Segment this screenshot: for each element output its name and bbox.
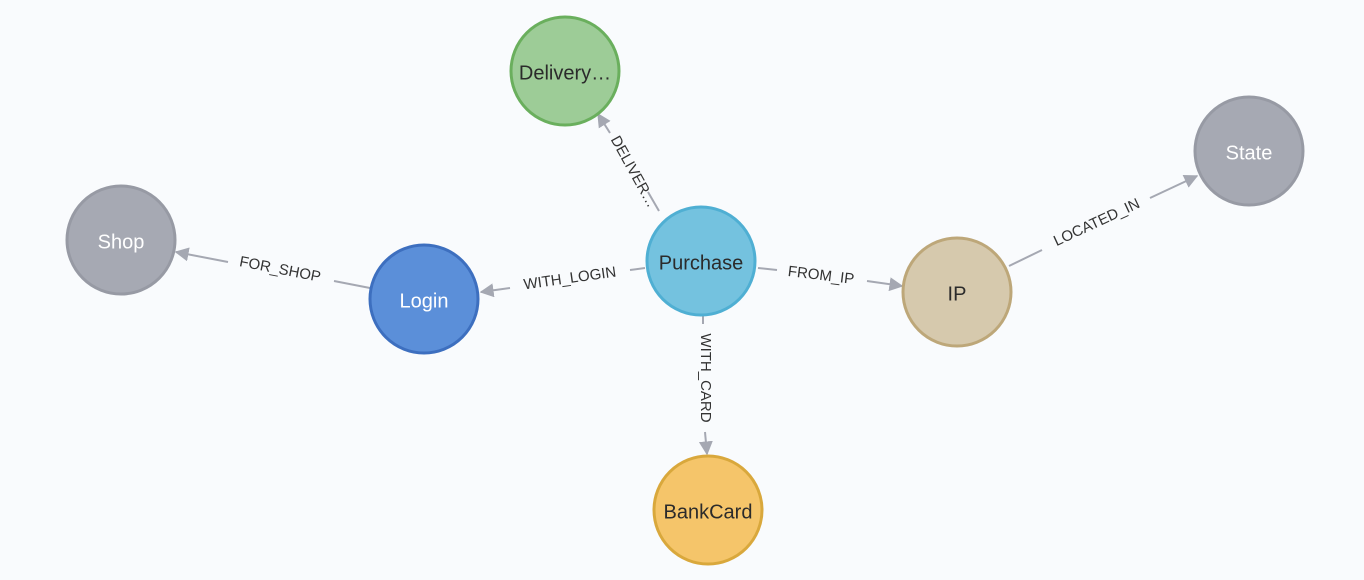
rel-for-shop-label: FOR_SHOP	[238, 253, 322, 285]
node-delivery[interactable]: Delivery…	[509, 15, 621, 127]
rel-delivered-arrow[interactable]	[597, 112, 611, 134]
rel-with-login-arrow[interactable]	[479, 283, 511, 298]
rel-delivered-line[interactable]	[647, 191, 660, 212]
rel-with-card-arrow[interactable]	[698, 431, 713, 456]
rel-with-login-line[interactable]	[629, 267, 646, 271]
node-purchase-circle[interactable]	[645, 205, 757, 317]
rel-located-in-arrow[interactable]	[1149, 175, 1199, 199]
node-bankcard-circle[interactable]	[652, 454, 764, 566]
rel-with-login[interactable]: WITH_LOGIN	[479, 264, 646, 298]
node-state-circle[interactable]	[1193, 95, 1305, 207]
node-shop[interactable]: Shop	[65, 184, 177, 296]
rel-located-in-line[interactable]	[1008, 249, 1043, 267]
node-purchase-label: Purchase	[659, 252, 744, 274]
rel-from-ip-arrow[interactable]	[866, 277, 904, 292]
rel-with-login-label: WITH_LOGIN	[523, 264, 618, 294]
rel-delivered-label: DELIVER…	[607, 133, 660, 211]
node-bankcard-label: BankCard	[664, 501, 753, 523]
rel-located-in-label: LOCATED_IN	[1051, 195, 1143, 250]
node-login-label: Login	[400, 290, 449, 312]
rel-from-ip-label: FROM_IP	[787, 263, 855, 288]
rel-for-shop-line[interactable]	[333, 280, 371, 289]
rel-for-shop-arrow[interactable]	[174, 247, 229, 263]
node-state[interactable]: State	[1193, 95, 1305, 207]
node-delivery-circle[interactable]	[509, 15, 621, 127]
node-shop-circle[interactable]	[65, 184, 177, 296]
node-state-label: State	[1226, 142, 1273, 164]
node-login[interactable]: Login	[368, 243, 480, 355]
rel-from-ip[interactable]: FROM_IP	[757, 263, 904, 292]
node-ip-circle[interactable]	[901, 236, 1013, 348]
node-ip-label: IP	[948, 283, 967, 305]
node-shop-label: Shop	[98, 231, 145, 253]
rel-for-shop[interactable]: FOR_SHOP	[174, 247, 371, 289]
rel-with-card[interactable]: WITH_CARD	[697, 316, 714, 456]
node-login-circle[interactable]	[368, 243, 480, 355]
rel-located-in[interactable]: LOCATED_IN	[1008, 175, 1199, 267]
node-delivery-label: Delivery…	[519, 62, 611, 84]
rel-from-ip-line[interactable]	[757, 267, 778, 271]
node-ip[interactable]: IP	[901, 236, 1013, 348]
node-bankcard[interactable]: BankCard	[652, 454, 764, 566]
rel-with-card-label: WITH_CARD	[697, 333, 714, 422]
node-purchase[interactable]: Purchase	[645, 205, 757, 317]
rel-delivered[interactable]: DELIVER…	[597, 112, 660, 212]
